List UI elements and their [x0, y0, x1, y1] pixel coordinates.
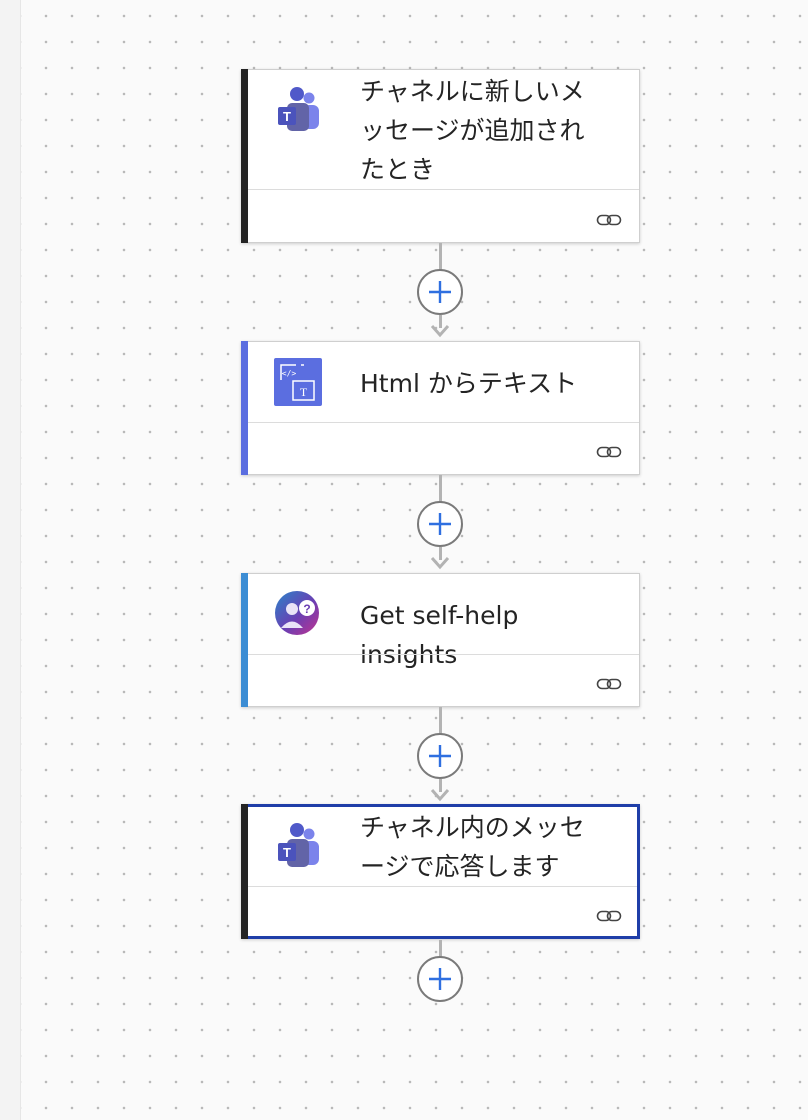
- link-icon[interactable]: [596, 212, 622, 228]
- link-icon[interactable]: [596, 444, 622, 460]
- step-connector: [439, 243, 442, 271]
- step-connector: [439, 475, 442, 503]
- svg-text:T: T: [283, 845, 291, 860]
- link-icon[interactable]: [596, 676, 622, 692]
- canvas-left-edge: [0, 0, 21, 1120]
- flow-step-trigger-new-channel-message[interactable]: T チャネルに新しいメ ッセージが追加され たとき: [241, 69, 640, 243]
- step-title: チャネルに新しいメ ッセージが追加され たとき: [360, 77, 585, 184]
- arrow-down-icon: [430, 557, 450, 570]
- step-accent-bar: [241, 573, 248, 707]
- step-accent-bar: [241, 804, 248, 939]
- step-connector: [439, 547, 442, 560]
- add-step-button[interactable]: [417, 733, 463, 779]
- add-step-button[interactable]: [417, 956, 463, 1002]
- html-to-text-icon: </> T: [274, 358, 324, 408]
- step-title: Html からテキスト: [360, 369, 578, 398]
- flow-step-reply-channel-message[interactable]: T チャネル内のメッセ ージで応答します: [241, 804, 640, 939]
- plus-icon: [429, 513, 451, 535]
- plus-icon: [429, 745, 451, 767]
- step-accent-bar: [241, 69, 248, 243]
- flow-step-get-self-help-insights[interactable]: ? Get self-help insights: [241, 573, 640, 707]
- step-connector: [439, 940, 442, 957]
- add-step-button[interactable]: [417, 269, 463, 315]
- step-connector: [439, 315, 442, 328]
- link-icon[interactable]: [596, 908, 622, 924]
- step-footer: [248, 886, 637, 936]
- svg-text:T: T: [300, 385, 308, 399]
- step-connector: [439, 779, 442, 792]
- step-footer: [248, 189, 639, 242]
- plus-icon: [429, 281, 451, 303]
- step-footer: [248, 654, 639, 706]
- step-title: チャネル内のメッセ ージで応答します: [360, 813, 585, 881]
- svg-text:?: ?: [303, 602, 310, 616]
- flow-step-html-to-text[interactable]: </> T Html からテキスト: [241, 341, 640, 475]
- step-accent-bar: [241, 341, 248, 475]
- step-connector: [439, 707, 442, 735]
- arrow-down-icon: [430, 325, 450, 338]
- teams-icon: T: [274, 85, 324, 135]
- plus-icon: [429, 968, 451, 990]
- step-footer: [248, 422, 639, 474]
- self-help-insights-icon: ?: [274, 590, 324, 640]
- svg-text:</>: </>: [282, 369, 297, 378]
- add-step-button[interactable]: [417, 501, 463, 547]
- svg-text:T: T: [283, 109, 291, 124]
- teams-icon: T: [274, 821, 324, 871]
- arrow-down-icon: [430, 789, 450, 802]
